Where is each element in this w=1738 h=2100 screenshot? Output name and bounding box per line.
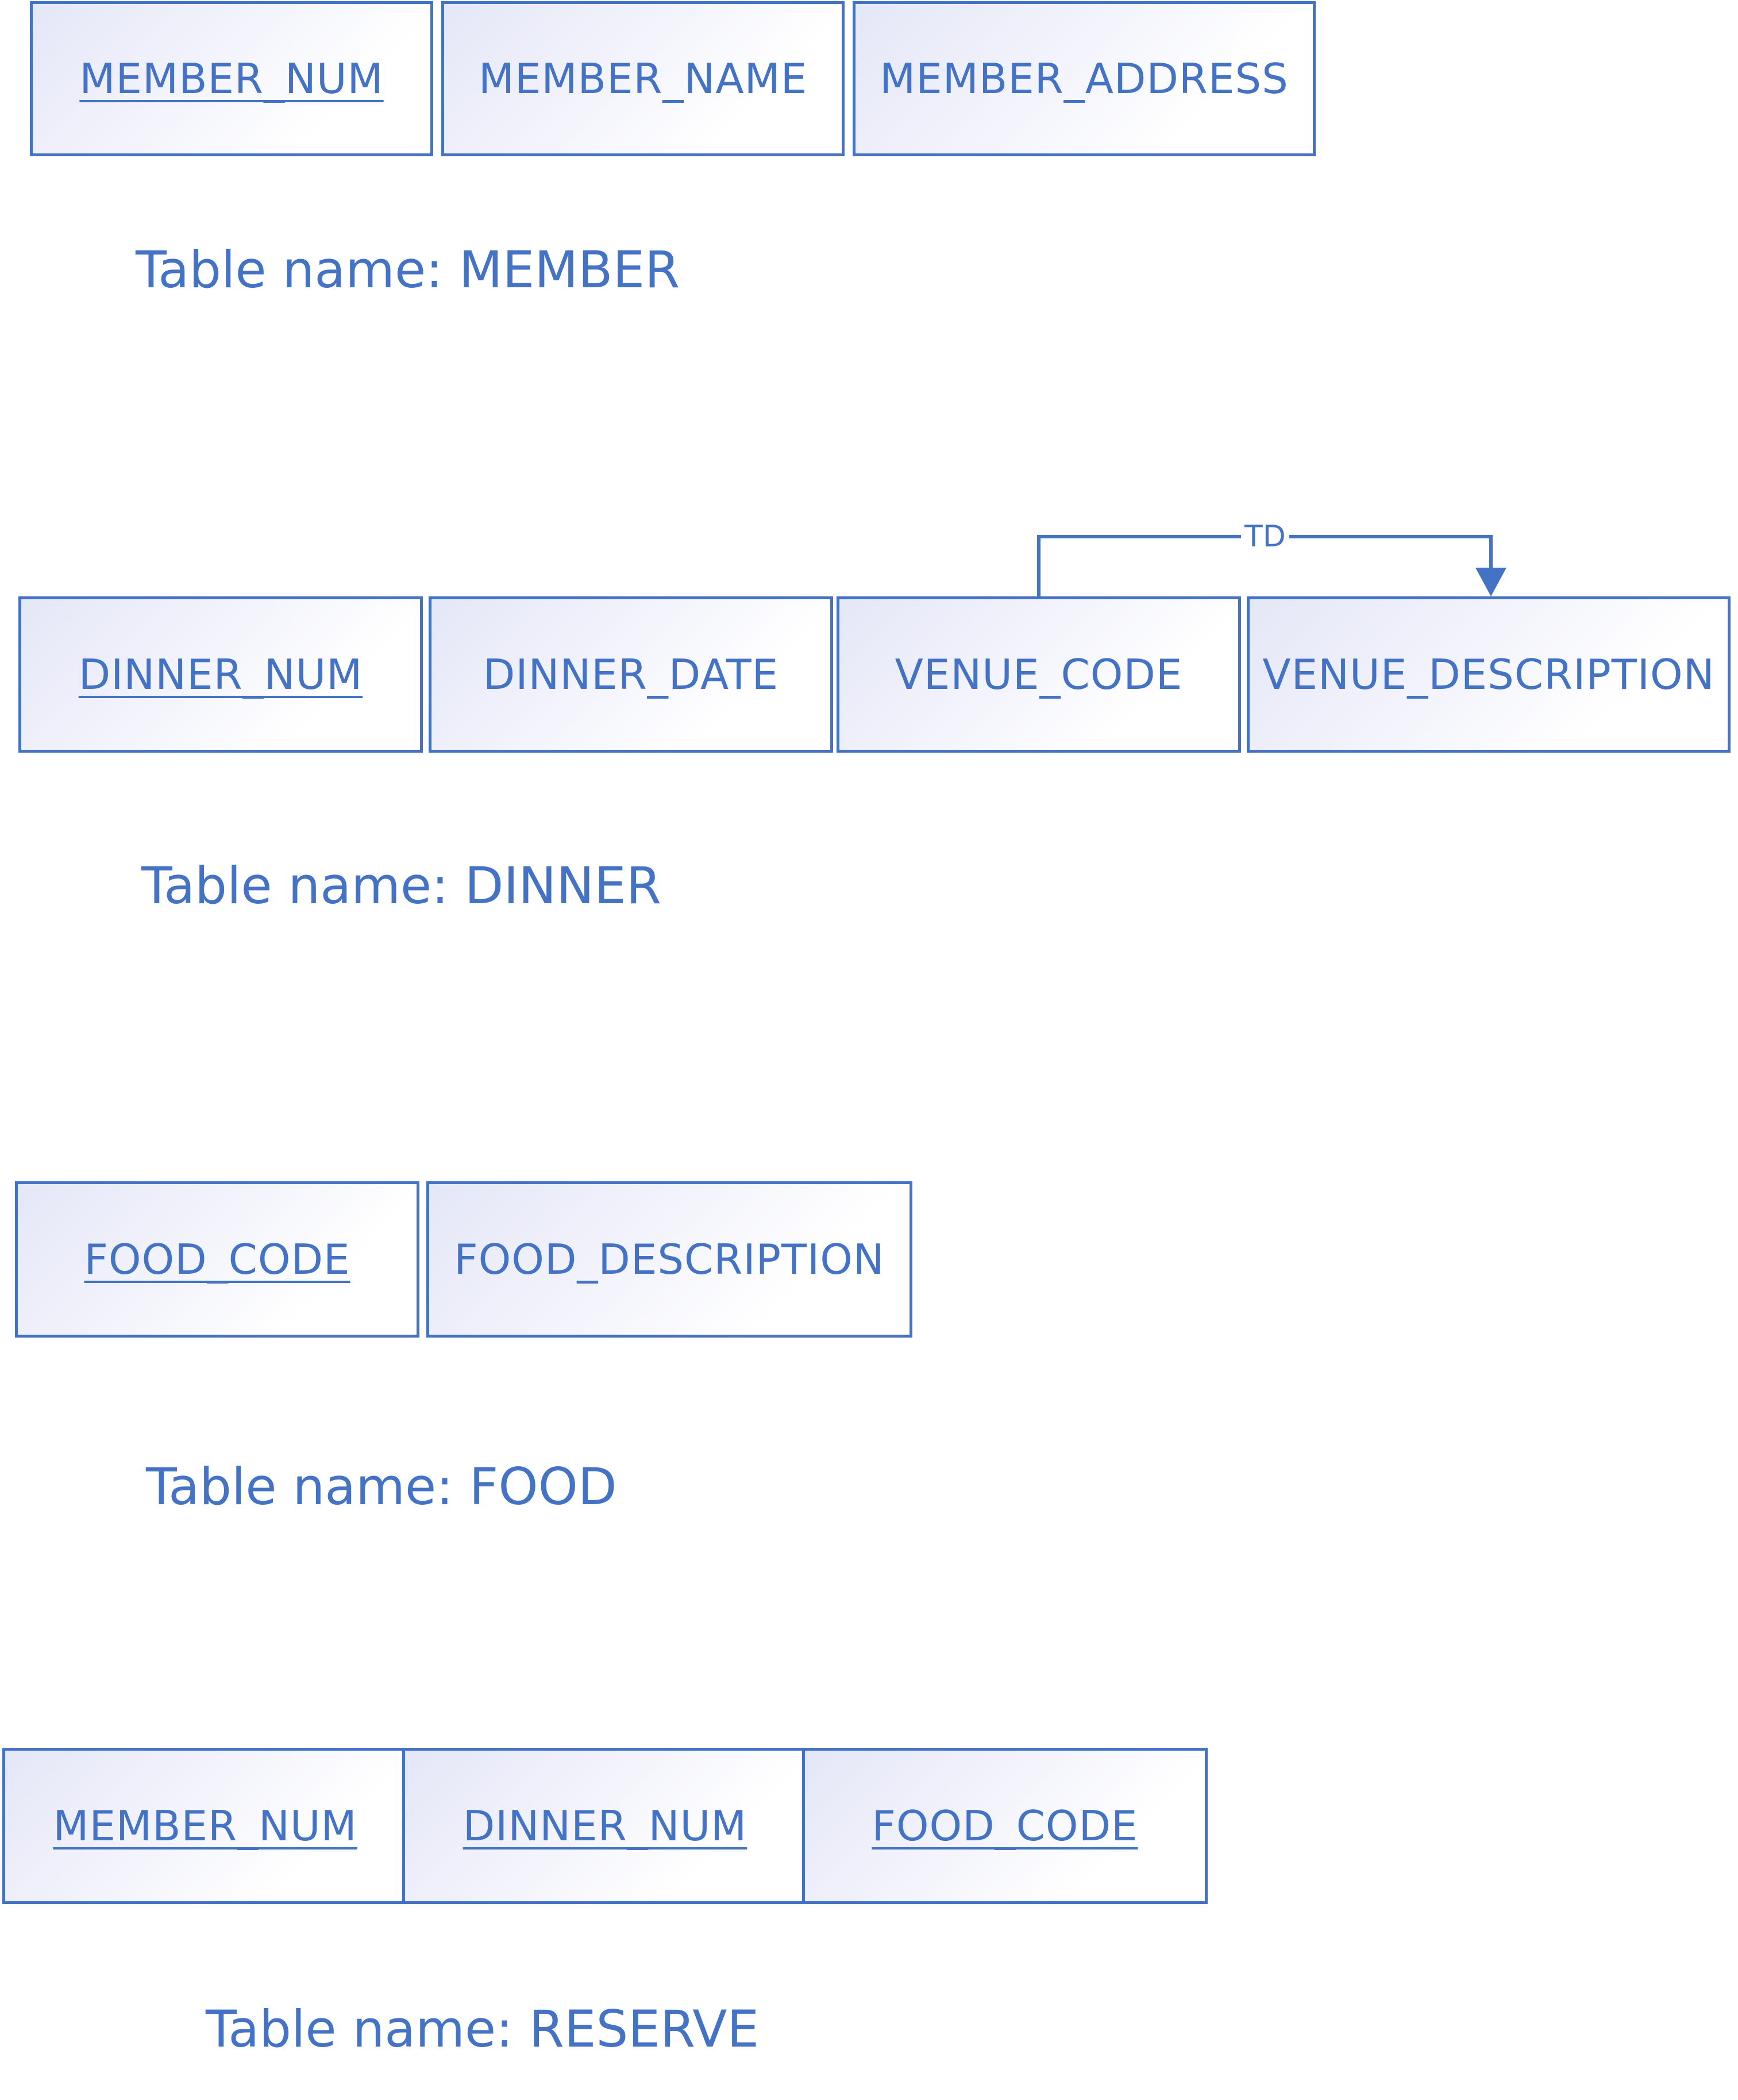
member-table-caption: Table name: MEMBER: [136, 240, 680, 299]
reserve-dinner-num-label: DINNER_NUM: [463, 1802, 747, 1850]
food-food-code-key: FOOD_CODE: [15, 1181, 419, 1338]
reserve-member-num-label: MEMBER_NUM: [53, 1802, 357, 1850]
reserve-member-num-key: MEMBER_NUM: [2, 1748, 408, 1904]
reserve-dinner-num-key: DINNER_NUM: [402, 1748, 808, 1904]
dinner-venue-description: VENUE_DESCRIPTION: [1247, 596, 1731, 753]
dinner-dinner-date: DINNER_DATE: [429, 596, 833, 753]
member-member-name-label: MEMBER_NAME: [478, 55, 808, 103]
dinner-dinner-date-label: DINNER_DATE: [483, 650, 779, 699]
food-food-description-label: FOOD_DESCRIPTION: [454, 1235, 885, 1284]
dinner-venue-code: VENUE_CODE: [837, 596, 1241, 753]
reserve-table-caption: Table name: RESERVE: [206, 1999, 760, 2059]
dinner-table-caption: Table name: DINNER: [141, 856, 661, 915]
reserve-food-code-key: FOOD_CODE: [802, 1748, 1208, 1904]
member-member-address: MEMBER_ADDRESS: [853, 1, 1316, 156]
dinner-venue-description-label: VENUE_DESCRIPTION: [1262, 650, 1715, 699]
food-food-code-label: FOOD_CODE: [84, 1235, 350, 1284]
dinner-venue-code-label: VENUE_CODE: [895, 650, 1183, 699]
reserve-food-code-label: FOOD_CODE: [872, 1802, 1138, 1850]
dinner-dinner-num-key: DINNER_NUM: [18, 596, 423, 753]
transitive-dependency-arrow: [1037, 535, 1506, 598]
member-member-num-key: MEMBER_NUM: [30, 1, 433, 156]
td-dependency-label: TD: [1241, 522, 1289, 552]
member-member-name: MEMBER_NAME: [441, 1, 845, 156]
food-table-caption: Table name: FOOD: [146, 1457, 617, 1516]
food-food-description: FOOD_DESCRIPTION: [426, 1181, 912, 1338]
member-member-address-label: MEMBER_ADDRESS: [880, 55, 1289, 103]
dinner-dinner-num-label: DINNER_NUM: [78, 650, 363, 699]
member-member-num-label: MEMBER_NUM: [79, 55, 384, 103]
